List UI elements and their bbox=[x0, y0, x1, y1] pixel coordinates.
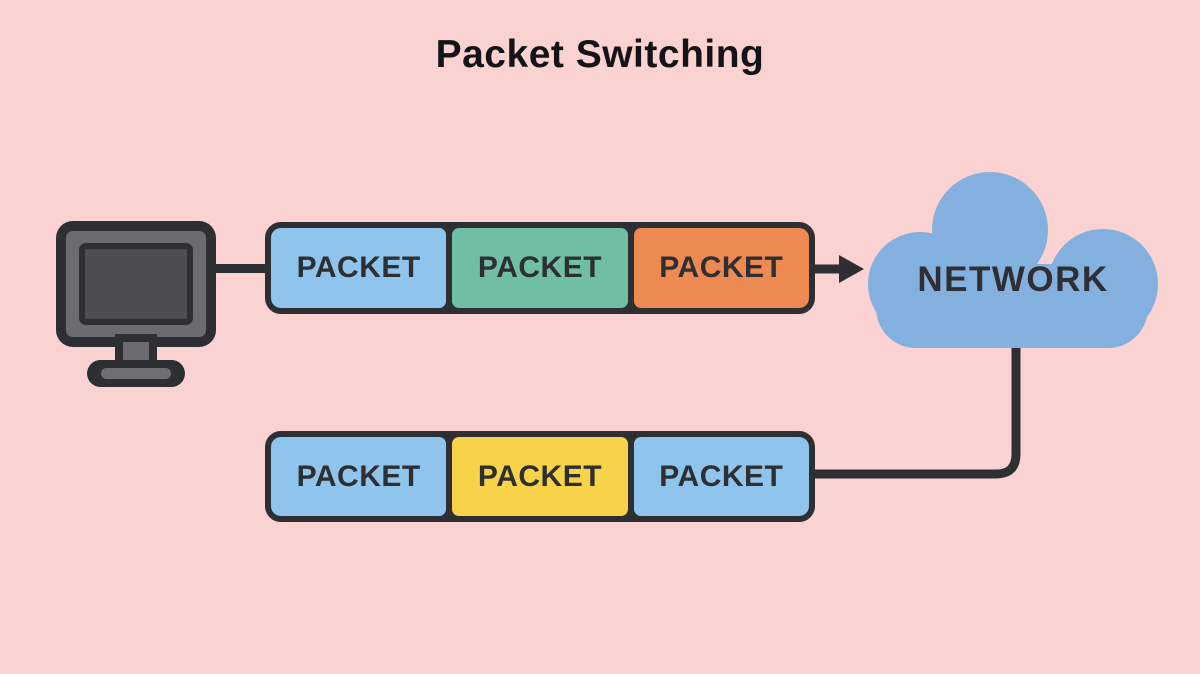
page-title: Packet Switching bbox=[435, 33, 765, 76]
packet-cell: PACKET bbox=[271, 437, 447, 516]
packet-cell: PACKET bbox=[633, 228, 809, 308]
network-node: NETWORK bbox=[858, 166, 1168, 350]
packet-cell: PACKET bbox=[452, 228, 628, 308]
connector-cloud-to-packets bbox=[814, 338, 1021, 479]
packet-cell: PACKET bbox=[452, 437, 628, 516]
cloud-icon bbox=[868, 172, 1158, 348]
connector-monitor-to-packets bbox=[210, 264, 270, 273]
packet-cell: PACKET bbox=[271, 228, 447, 308]
computer-monitor-icon bbox=[56, 221, 216, 387]
network-label: NETWORK bbox=[917, 260, 1109, 299]
packet-row-incoming: PACKET PACKET PACKET bbox=[265, 431, 815, 522]
packet-cell: PACKET bbox=[633, 437, 809, 516]
packet-row-outgoing: PACKET PACKET PACKET bbox=[265, 222, 815, 314]
arrow-right-icon bbox=[812, 255, 864, 283]
